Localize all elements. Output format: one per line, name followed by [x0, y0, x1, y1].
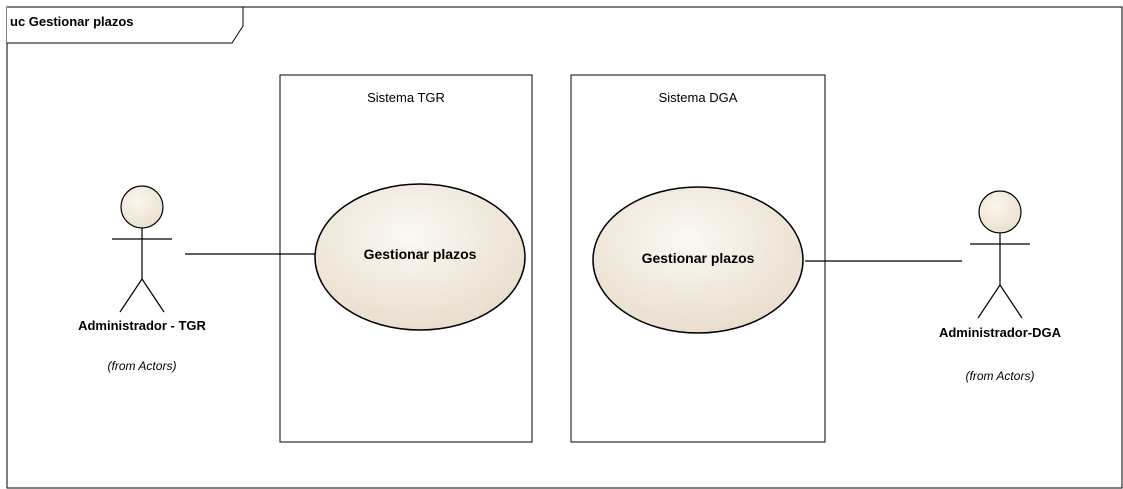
actor-tgr-figure[interactable]	[112, 185, 172, 313]
frame-title: uc Gestionar plazos	[10, 14, 134, 29]
system-label-tgr: Sistema TGR	[367, 90, 445, 105]
actor-name-dga: Administrador-DGA	[938, 325, 1062, 340]
actor-name-tgr: Administrador - TGR	[78, 318, 206, 333]
system-boundary-tgr	[279, 74, 533, 443]
frame-tab	[7, 6, 244, 44]
actor-note-tgr: (from Actors)	[107, 359, 177, 373]
use-case-label-dga: Gestionar plazos	[641, 250, 755, 266]
actor-dga-head	[978, 190, 1022, 234]
use-case-dga[interactable]	[592, 186, 804, 334]
system-boundary-dga	[570, 74, 826, 443]
actor-dga-figure[interactable]	[970, 190, 1030, 319]
diagram-frame	[6, 6, 1123, 489]
use-case-label-tgr: Gestionar plazos	[363, 246, 477, 262]
use-case-tgr[interactable]	[314, 183, 526, 331]
actor-note-dga: (from Actors)	[965, 369, 1035, 383]
system-label-dga: Sistema DGA	[658, 90, 738, 105]
actor-tgr-head	[120, 185, 164, 229]
